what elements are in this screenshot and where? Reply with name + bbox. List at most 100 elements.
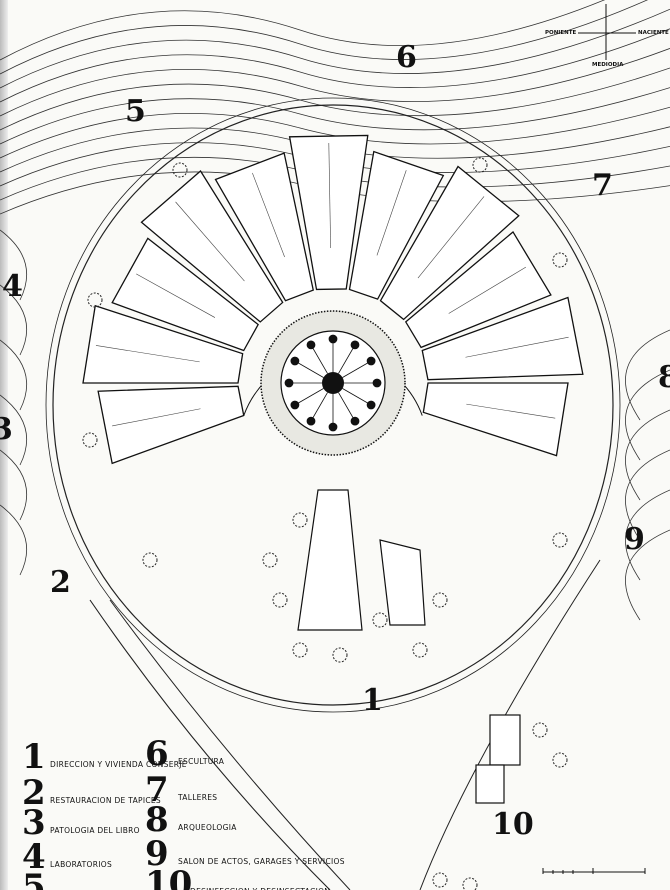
building-wing: [421, 296, 584, 381]
tree-icon: [350, 340, 360, 350]
zone-number-7: 7: [592, 168, 613, 203]
contour-line: [0, 106, 670, 159]
legend-number-8: 8: [145, 800, 169, 840]
zone-number-8: 8: [658, 360, 670, 395]
tree-icon: [372, 612, 388, 628]
radial-path: [342, 388, 370, 405]
central-fountain: [322, 372, 344, 394]
legend-number-3: 3: [22, 803, 46, 843]
contour-line: [625, 369, 670, 461]
scale-bar: [542, 868, 646, 874]
central-rotunda: [260, 310, 406, 456]
tree-icon: [532, 722, 548, 738]
building-wing: [111, 237, 259, 352]
contour-line: [0, 67, 670, 131]
contour-line: [625, 449, 670, 541]
contour-line: [0, 339, 27, 411]
tree-icon: [142, 552, 158, 568]
contour-line: [0, 0, 606, 61]
tree-icon: [366, 356, 376, 366]
page-edge: [0, 0, 8, 890]
contour-line: [625, 529, 670, 621]
building-wing: [214, 152, 314, 302]
legend-label-9: SALON DE ACTOS, GARAGES Y SERVICIOS: [178, 857, 345, 866]
legend-number-6: 6: [145, 734, 169, 774]
interior-wall: [328, 143, 331, 249]
zone-number-5: 5: [125, 94, 146, 129]
tree-icon: [306, 340, 316, 350]
vegetation: [82, 157, 568, 890]
building-wing: [288, 134, 369, 291]
legend-number-2: 2: [22, 773, 46, 813]
tree-icon: [552, 532, 568, 548]
radial-path: [296, 388, 324, 405]
radial-path: [296, 361, 324, 378]
tree-icon: [284, 378, 294, 388]
interior-wall: [112, 408, 201, 427]
legend-number-9: 9: [145, 834, 169, 874]
tree-icon: [82, 432, 98, 448]
building-wing: [82, 304, 244, 384]
tree-icon: [552, 252, 568, 268]
tree-icon: [262, 552, 278, 568]
contour-line: [0, 8, 670, 89]
compass-east-label: NACIENTE: [638, 30, 669, 36]
tree-icon: [272, 592, 288, 608]
interior-wall: [465, 336, 569, 358]
radial-path: [311, 346, 328, 374]
legend-label-7: TALLERES: [178, 793, 218, 802]
zone-number-10: 10: [492, 807, 534, 842]
entrance-wing: [297, 489, 521, 804]
building-wing: [422, 382, 569, 457]
tree-icon: [172, 162, 188, 178]
interior-wall: [448, 266, 527, 314]
tree-icon: [306, 416, 316, 426]
interior-wall: [175, 201, 245, 282]
legend-label-10: DESINFECCION Y DESINSECTACION: [190, 887, 330, 890]
compass-rose: [578, 4, 636, 60]
contour-line: [0, 284, 27, 356]
zone-number-2: 2: [50, 565, 71, 600]
tree-icon: [328, 334, 338, 344]
tree-icon: [372, 378, 382, 388]
topographic-contours: [0, 0, 670, 621]
tree-icon: [292, 512, 308, 528]
tree-icon: [432, 592, 448, 608]
radial-path: [338, 346, 355, 374]
contour-line: [0, 504, 27, 576]
contour-line: [625, 329, 670, 421]
zone-number-3: 3: [0, 412, 13, 447]
tree-icon: [290, 356, 300, 366]
legend-label-2: RESTAURACION DE TAPICES: [50, 796, 161, 805]
tree-icon: [87, 292, 103, 308]
building-wing: [379, 165, 520, 321]
contour-line: [625, 409, 670, 501]
building-wing: [404, 230, 552, 349]
radial-path: [311, 392, 328, 420]
tree-icon: [332, 647, 348, 663]
compass-south-label: MEDIODIA: [592, 62, 624, 68]
legend-label-1: DIRECCION Y VIVIENDA CONSERJE: [50, 760, 187, 769]
legend-label-3: PATOLOGIA DEL LIBRO: [50, 826, 140, 835]
building-wing: [97, 385, 245, 465]
contour-line: [625, 489, 670, 581]
legend-number-5: 5: [22, 867, 46, 890]
tree-icon: [290, 400, 300, 410]
building-wing: [140, 169, 284, 323]
building-ring: [82, 134, 584, 465]
zone-number-1: 1: [362, 683, 383, 718]
radial-path: [338, 392, 355, 420]
contour-line: [0, 48, 670, 117]
interior-wall: [376, 170, 407, 256]
tree-icon: [432, 872, 448, 888]
tree-icon: [412, 642, 428, 658]
tree-icon: [366, 400, 376, 410]
legend-label-8: ARQUEOLOGIA: [178, 823, 237, 832]
radial-path: [342, 361, 370, 378]
zone-number-6: 6: [396, 40, 417, 75]
interior-wall: [95, 345, 200, 363]
interior-wall: [252, 172, 285, 258]
interior-wall: [417, 196, 485, 279]
